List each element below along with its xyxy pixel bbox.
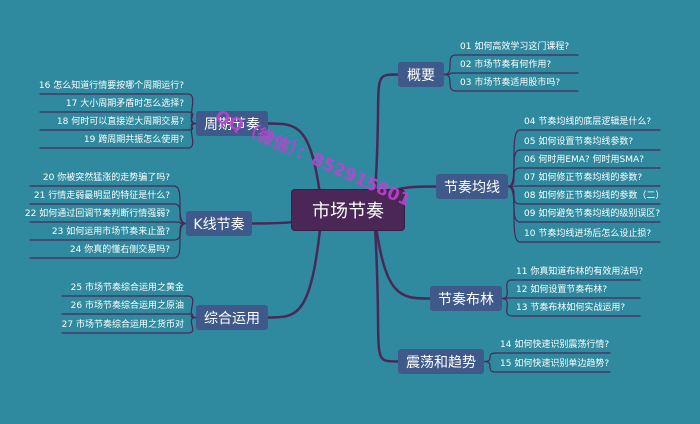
leaf-connector-oscillation: [483, 360, 611, 373]
leaf-item-combined[interactable]: 27 市场节奏综合运用之货币对: [61, 320, 184, 330]
leaf-item-combined[interactable]: 25 市场节奏综合运用之黄金: [70, 283, 184, 293]
leaf-connector-overview: [443, 72, 579, 76]
branch-connector-overview: [372, 73, 400, 212]
leaf-item-kline[interactable]: 24 你真的懂右侧交易吗?: [69, 245, 170, 255]
leaf-connector-bollinger: [501, 297, 641, 300]
leaf-item-rhythm_ma[interactable]: 06 何时用EMA? 何时用SMA?: [524, 155, 644, 165]
leaf-connector-cycle: [39, 122, 197, 149]
branch-connector-combined: [266, 208, 324, 319]
leaf-connector-overview: [443, 54, 579, 76]
leaf-item-rhythm_ma[interactable]: 08 如何修正节奏均线的参数（二）: [524, 191, 665, 201]
leaf-item-kline[interactable]: 20 你被突然猛涨的走势骗了吗?: [42, 173, 170, 183]
leaf-connector-combined: [61, 313, 197, 319]
leaf-connector-kline: [29, 185, 187, 225]
leaf-item-kline[interactable]: 22 如何通过回调节奏判断行情强弱?: [24, 209, 170, 219]
leaf-connector-bollinger: [501, 279, 641, 300]
leaf-item-combined[interactable]: 26 市场节奏综合运用之原油: [70, 301, 184, 311]
branch-kline[interactable]: K线节奏: [186, 211, 252, 236]
leaf-connector-rhythm_ma: [507, 129, 661, 188]
leaf-connector-rhythm_ma: [507, 149, 661, 188]
leaf-item-rhythm_ma[interactable]: 05 如何设置节奏均线参数?: [524, 137, 634, 147]
leaf-connector-kline: [29, 222, 187, 259]
leaf-connector-rhythm_ma: [507, 167, 661, 188]
leaf-item-oscillation[interactable]: 15 如何快速识别单边趋势?: [500, 359, 610, 369]
leaf-connector-bollinger: [501, 297, 641, 317]
branch-connector-cycle: [266, 122, 324, 212]
leaf-connector-cycle: [39, 93, 197, 125]
leaf-item-rhythm_ma[interactable]: 09 如何避免节奏均线的级别误区?: [524, 209, 661, 219]
leaf-connector-rhythm_ma: [507, 185, 661, 243]
leaf-item-overview[interactable]: 01 如何高效学习这门课程?: [460, 42, 570, 52]
leaf-item-overview[interactable]: 02 市场节奏有何作用?: [460, 60, 552, 70]
leaf-connector-kline: [29, 203, 187, 225]
leaf-item-bollinger[interactable]: 12 如何设置节奏布林?: [516, 285, 608, 295]
leaf-item-cycle[interactable]: 19 跨周期共振怎么使用?: [83, 135, 184, 145]
leaf-connector-kline: [29, 221, 187, 225]
branch-rhythm-ma[interactable]: 节奏均线: [436, 174, 508, 199]
leaf-item-kline[interactable]: 23 如何运用市场节奏来止盈?: [51, 227, 170, 237]
root-node[interactable]: 市场节奏: [292, 190, 404, 230]
leaf-connector-overview: [443, 73, 579, 92]
leaf-item-bollinger[interactable]: 13 节奏布林如何实战运用?: [516, 303, 626, 313]
leaf-connector-rhythm_ma: [507, 185, 661, 188]
leaf-item-rhythm_ma[interactable]: 04 节奏均线的底层逻辑是什么?: [524, 117, 652, 127]
branch-oscillation[interactable]: 震荡和趋势: [398, 349, 484, 374]
leaf-connector-combined: [61, 295, 197, 319]
leaf-item-rhythm_ma[interactable]: 10 节奏均线进场后怎么设止损?: [524, 229, 652, 239]
leaf-connector-combined: [61, 316, 197, 334]
branch-bollinger[interactable]: 节奏布林: [430, 286, 502, 311]
branch-overview[interactable]: 概要: [398, 62, 444, 87]
branch-cycle[interactable]: 周期节奏: [196, 111, 268, 136]
leaf-item-oscillation[interactable]: 14 如何快速识别震荡行情?: [500, 340, 610, 350]
leaf-item-overview[interactable]: 03 市场节奏适用股市吗?: [460, 78, 561, 88]
leaf-item-cycle[interactable]: 16 怎么知道行情要按哪个周期运行?: [38, 81, 184, 91]
leaf-item-bollinger[interactable]: 11 你真知道布林的有效用法吗?: [516, 267, 644, 277]
leaf-item-rhythm_ma[interactable]: 07 如何修正节奏均线的参数?: [524, 173, 643, 183]
leaf-item-cycle[interactable]: 18 何时可以直接逆大周期交易?: [56, 117, 184, 127]
leaf-item-kline[interactable]: 21 行情走弱最明显的特征是什么?: [33, 191, 170, 201]
branch-connector-bollinger: [372, 208, 432, 300]
branch-connector-oscillation: [372, 208, 400, 363]
branch-combined[interactable]: 综合运用: [196, 305, 268, 330]
leaf-item-cycle[interactable]: 17 大小周期矛盾时怎么选择?: [65, 99, 184, 109]
